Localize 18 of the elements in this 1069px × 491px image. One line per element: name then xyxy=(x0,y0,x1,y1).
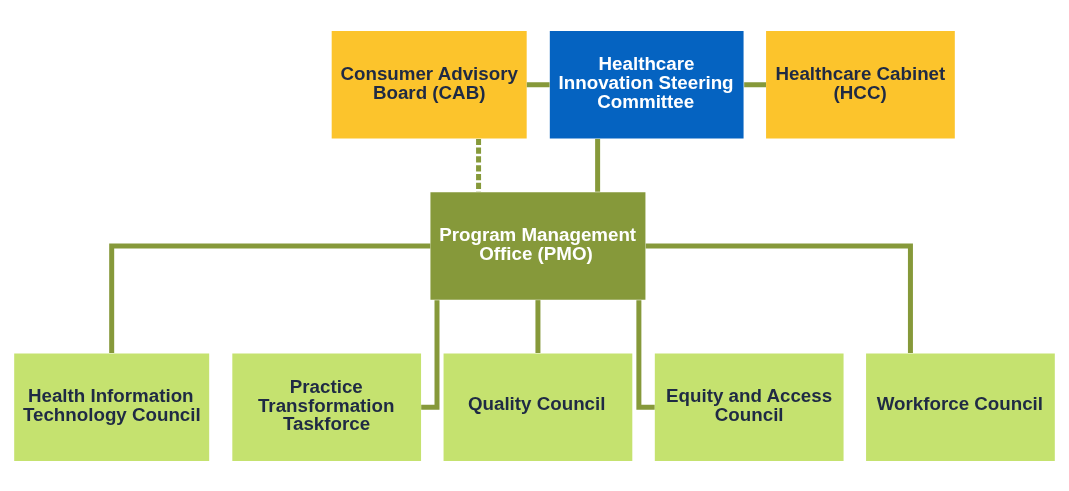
node-box: Workforce Council xyxy=(866,353,1055,461)
node-box: Healthcare Cabinet (HCC) xyxy=(766,30,955,138)
node-box: Practice Transformation Taskforce xyxy=(232,353,422,461)
connector xyxy=(636,299,655,410)
connector xyxy=(744,81,767,87)
connector xyxy=(421,299,440,410)
node-box: Healthcare Innovation Steering Committee xyxy=(549,30,744,138)
connector xyxy=(645,243,913,353)
node-box: Health Information Technology Council xyxy=(14,353,210,461)
connector xyxy=(109,243,431,353)
connector xyxy=(476,138,482,192)
connector xyxy=(526,81,550,87)
node-box: Equity and Access Council xyxy=(654,353,844,461)
connector xyxy=(595,138,601,192)
node-box: Consumer Advisory Board (CAB) xyxy=(331,30,527,138)
node-box: Program Management Office (PMO) xyxy=(430,191,646,300)
node-box: Quality Council xyxy=(443,353,633,461)
connector xyxy=(535,299,541,353)
